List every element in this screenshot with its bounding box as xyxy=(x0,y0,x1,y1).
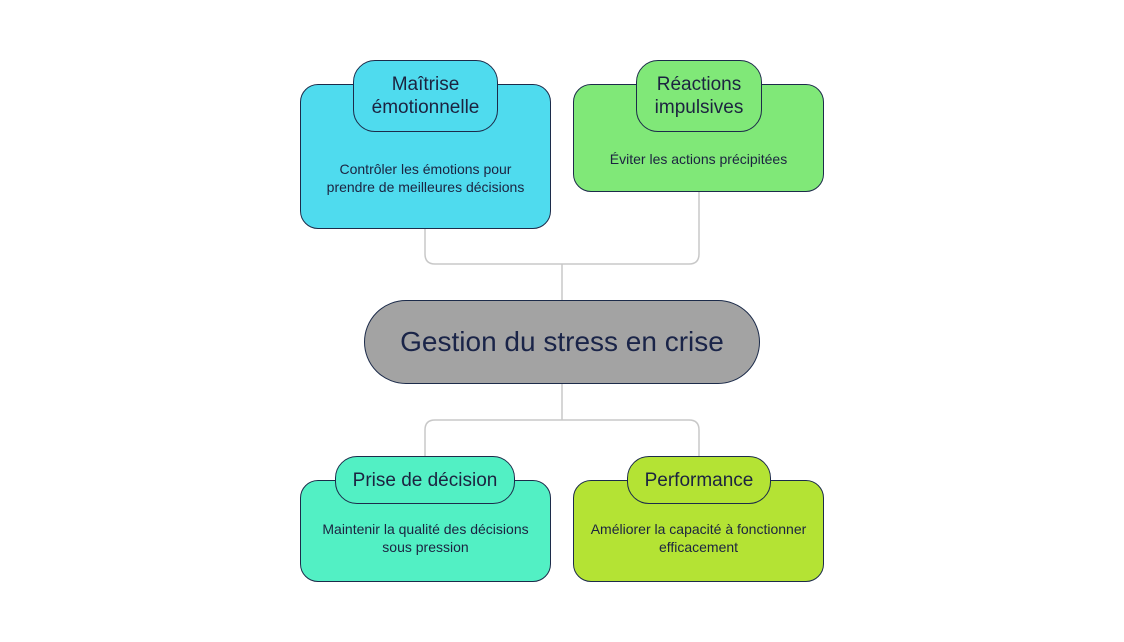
node-title-decision-making: Prise de décision xyxy=(335,456,515,504)
connector-bottom xyxy=(424,384,700,456)
node-description: Éviter les actions précipitées xyxy=(609,151,788,167)
node-title-performance: Performance xyxy=(627,456,771,504)
node-description: Améliorer la capacité à fonctionner effi… xyxy=(590,521,807,555)
node-title-impulsive-reactions: Réactions impulsives xyxy=(636,60,762,132)
node-description: Contrôler les émotions pour prendre de m… xyxy=(326,160,525,195)
node-description: Maintenir la qualité des décisions sous … xyxy=(322,521,529,555)
connector-top xyxy=(424,192,700,300)
node-title-emotional-control: Maîtrise émotionnelle xyxy=(353,60,498,132)
central-topic: Gestion du stress en crise xyxy=(364,300,760,384)
